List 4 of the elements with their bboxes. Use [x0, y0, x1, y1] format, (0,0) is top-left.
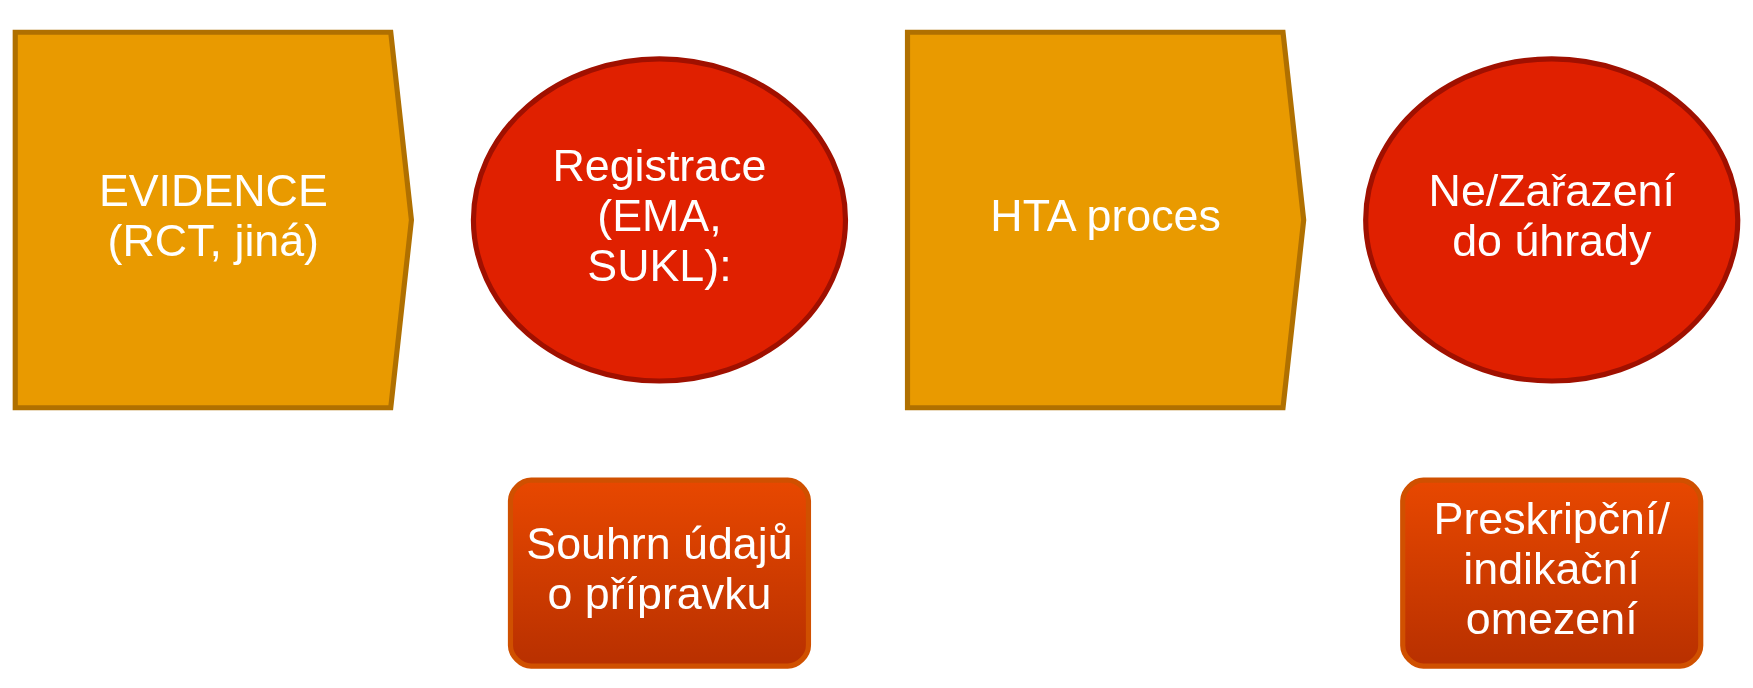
node-box: Preskripční/ indikační omezení — [1400, 477, 1704, 669]
node-ellipse: Registrace (EMA, SUKL): — [470, 56, 849, 384]
node-box: Souhrn údajů o přípravku — [507, 477, 812, 669]
node-ellipse: Ne/Zařazení do úhrady — [1363, 56, 1741, 384]
